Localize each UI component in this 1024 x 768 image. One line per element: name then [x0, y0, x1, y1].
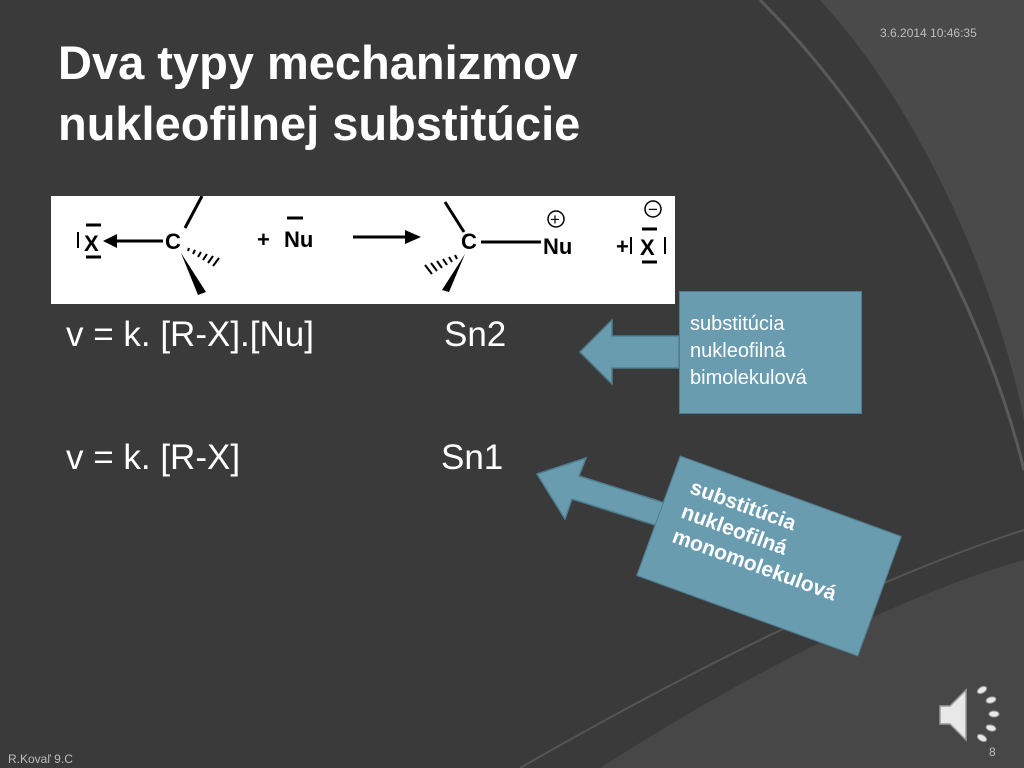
author-footer: R.Kovaľ 9.C	[8, 752, 73, 766]
reaction-diagram: X C + Nu C	[77, 196, 666, 295]
plus-charge: +	[550, 210, 560, 229]
sn2-callout-line-1: substitúcia	[690, 313, 785, 335]
minus-charge: −	[648, 200, 658, 219]
plus-sign-2: +	[616, 234, 629, 259]
sn2-arrow	[578, 318, 680, 386]
reactant-x-label: X	[84, 231, 99, 256]
slide-title: Dva typy mechanizmov nukleofilnej substi…	[58, 32, 818, 154]
timestamp: 3.6.2014 10:46:35	[880, 26, 977, 40]
title-line-2: nukleofilnej substitúcie	[58, 97, 581, 150]
sn2-callout-line-2: nukleofilná	[690, 340, 786, 362]
reactant-carbon-label: C	[165, 229, 181, 254]
sn2-callout: substitúcia nukleofilná bimolekulová	[679, 291, 862, 414]
sn2-rate-equation: v = k. [R-X].[Nu]	[66, 315, 314, 354]
product-nucleophile-label: Nu	[543, 234, 572, 259]
sn1-label: Sn1	[441, 438, 504, 477]
sn1-rate-equation: v = k. [R-X]	[66, 438, 241, 477]
sn1-arrow	[535, 456, 666, 527]
product-carbon-label: C	[461, 229, 477, 254]
sn2-label: Sn2	[444, 315, 507, 354]
sn2-callout-line-3: bimolekulová	[690, 367, 807, 389]
plus-sign-1: +	[257, 227, 270, 252]
page-number: 8	[989, 745, 996, 759]
reaction-scheme: X C + Nu C	[51, 196, 675, 304]
nucleophile-label: Nu	[284, 227, 313, 252]
title-line-1: Dva typy mechanizmov	[58, 36, 578, 89]
speaker-icon[interactable]	[936, 684, 1006, 744]
product-x-label: X	[640, 235, 655, 260]
